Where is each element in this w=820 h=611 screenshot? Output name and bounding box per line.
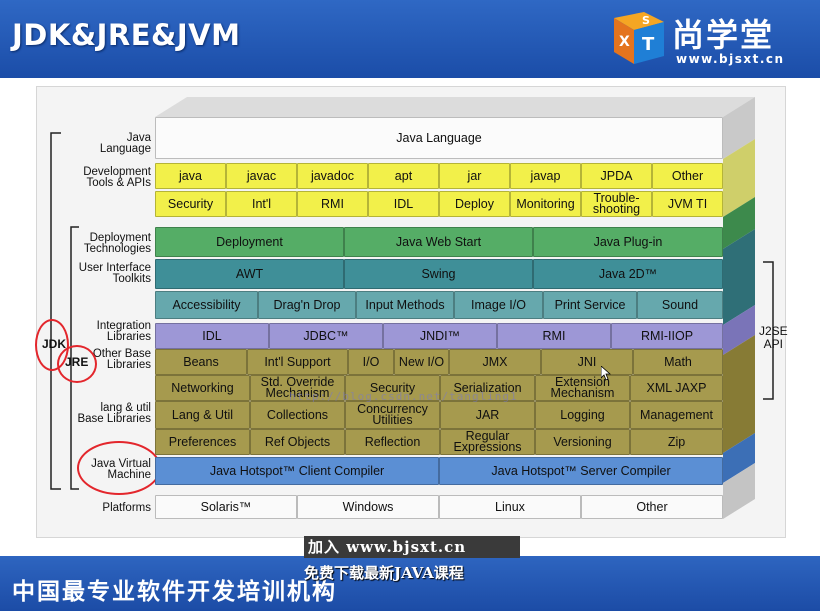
other-base-cell-5: JNI [541, 349, 633, 375]
lang-util1-cell-0: Lang & Util [155, 401, 250, 429]
logo-letter-x: X [619, 34, 630, 50]
jvm-ellipse [77, 441, 161, 495]
tools-row1-cell-6: JPDA [581, 163, 652, 189]
platforms-cell-0: Solaris™ [155, 495, 297, 519]
tools-row1-cell-2: javadoc [297, 163, 368, 189]
lang-util1-cell-5: Management [630, 401, 723, 429]
java-language-box: Java Language [155, 117, 723, 159]
other-base2-cell-4: Extension Mechanism [535, 375, 630, 401]
ui-row2-cell-3: Image I/O [454, 291, 543, 319]
row-label-lang-util: lang & util Base Libraries [77, 402, 151, 425]
other-base-cell-6: Math [633, 349, 723, 375]
ui-row2-cell-0: Accessibility [155, 291, 258, 319]
platforms-cell-3: Other [581, 495, 723, 519]
other-base-cell-3: New I/O [394, 349, 449, 375]
integration-cell-4: RMI-IIOP [611, 323, 723, 349]
other-base2-cell-5: XML JAXP [630, 375, 723, 401]
tools-row2-cell-1: Int'l [226, 191, 297, 217]
ui-row2-cell-5: Sound [637, 291, 723, 319]
row-label-deployment: Deployment Technologies [83, 232, 151, 255]
jre-ellipse [57, 345, 97, 383]
deployment-cell-2: Java Plug-in [533, 227, 723, 257]
row-label-platforms: Platforms [102, 502, 151, 514]
lang-util2-cell-2: Reflection [345, 429, 440, 455]
jvm-cell-1: Java Hotspot™ Server Compiler [439, 457, 723, 485]
lang-util1-cell-4: Logging [535, 401, 630, 429]
other-base2-cell-0: Networking [155, 375, 250, 401]
footer-bar: 中国最专业软件开发培训机构 [0, 556, 820, 611]
platforms-cell-2: Linux [439, 495, 581, 519]
platforms-cell-1: Windows [297, 495, 439, 519]
tools-row1-cell-4: jar [439, 163, 510, 189]
other-base-cell-2: I/O [348, 349, 394, 375]
lang-util2-cell-0: Preferences [155, 429, 250, 455]
row-label-other-base: Other Base Libraries [92, 348, 151, 371]
tools-row2-cell-2: RMI [297, 191, 368, 217]
jdk-label: JDK [42, 337, 67, 351]
integration-cell-1: JDBC™ [269, 323, 383, 349]
logo-letter-s: S [642, 14, 650, 27]
tools-row2-cell-7: JVM TI [652, 191, 723, 217]
row-label-java-language: Java Language [99, 132, 151, 155]
footer-slogan: 中国最专业软件开发培训机构 [12, 579, 337, 605]
deployment-cell-0: Deployment [155, 227, 344, 257]
other-base2-cell-3: Serialization [440, 375, 535, 401]
lang-util1-cell-3: JAR [440, 401, 535, 429]
j2se-api-label: J2SE API [759, 324, 788, 351]
integration-cell-0: IDL [155, 323, 269, 349]
other-base-cell-1: Int'l Support [247, 349, 348, 375]
row-label-dev-tools: Development Tools & APIs [83, 166, 151, 189]
tools-row1-cell-0: java [155, 163, 226, 189]
other-base-cell-0: Beans [155, 349, 247, 375]
other-base2-cell-1: Std. Override Mechanism [250, 375, 345, 401]
integration-cell-3: RMI [497, 323, 611, 349]
other-base2-cell-2: Security [345, 375, 440, 401]
url-watermark: http://blog.csdn.net/tangling1 [289, 390, 518, 403]
row-label-ui-toolkits: User Interface Toolkits [78, 262, 151, 285]
jdk-ellipse [35, 319, 69, 371]
logo-letter-t: T [642, 34, 655, 55]
lang-util1-cell-1: Collections [250, 401, 345, 429]
tools-row2-cell-4: Deploy [439, 191, 510, 217]
jre-label: JRE [65, 355, 89, 369]
other-base-cell-4: JMX [449, 349, 541, 375]
tools-row1-cell-3: apt [368, 163, 439, 189]
tools-row2-cell-6: Trouble- shooting [581, 191, 652, 217]
right-bracket [763, 261, 774, 400]
lang-util2-cell-4: Versioning [535, 429, 630, 455]
lang-util2-cell-5: Zip [630, 429, 723, 455]
tools-row2-cell-5: Monitoring [510, 191, 581, 217]
tools-row1-cell-7: Other [652, 163, 723, 189]
lang-util1-cell-2: Concurrency Utilities [345, 401, 440, 429]
ui-row1-cell-2: Java 2D™ [533, 259, 723, 289]
deployment-cell-1: Java Web Start [344, 227, 533, 257]
sxt-logo-icon: S X T [614, 12, 664, 64]
ui-row2-cell-4: Print Service [543, 291, 637, 319]
jvm-cell-0: Java Hotspot™ Client Compiler [155, 457, 439, 485]
watermark-join: 加入 www.bjsxt.cn [304, 536, 520, 558]
tools-row2-cell-3: IDL [368, 191, 439, 217]
logo-url: www.bjsxt.cn [676, 52, 785, 66]
diagram-3d-sides [155, 97, 755, 519]
ui-row2-cell-1: Drag'n Drop [258, 291, 356, 319]
lang-util2-cell-3: Regular Expressions [440, 429, 535, 455]
mouse-cursor-icon [601, 366, 611, 380]
tools-row1-cell-1: javac [226, 163, 297, 189]
lang-util2-cell-1: Ref Objects [250, 429, 345, 455]
jdk-architecture-diagram: Java Language Development Tools & APIs D… [35, 86, 788, 538]
ui-row2-cell-2: Input Methods [356, 291, 454, 319]
tools-row2-cell-0: Security [155, 191, 226, 217]
integration-cell-2: JNDI™ [383, 323, 497, 349]
row-label-integration: Integration Libraries [96, 320, 151, 343]
ui-row1-cell-0: AWT [155, 259, 344, 289]
logo-text: 尚学堂 [672, 16, 775, 54]
ui-row1-cell-1: Swing [344, 259, 533, 289]
watermark-download: 免费下载最新JAVA课程 [304, 564, 464, 582]
header-bar: JDK&JRE&JVM S X T 尚学堂 www.bjsxt.cn [0, 0, 820, 78]
slide-title: JDK&JRE&JVM [12, 18, 241, 52]
tools-row1-cell-5: javap [510, 163, 581, 189]
